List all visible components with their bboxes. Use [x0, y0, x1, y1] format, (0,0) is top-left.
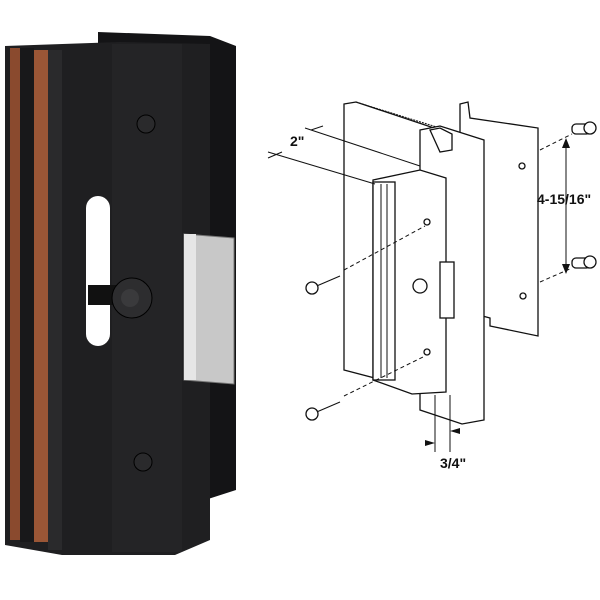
handle-slot [86, 196, 110, 346]
wood-trim-strip [10, 48, 20, 540]
screw-icon [305, 275, 341, 295]
dimension-depth-label: 2" [290, 133, 304, 149]
screw-icon [571, 121, 597, 135]
dimension-screw-spacing-label: 4-15/16" [537, 191, 591, 207]
dimension-thickness-label: 3/4" [440, 455, 466, 471]
screw-icon [133, 452, 153, 472]
wood-trim-strip [34, 50, 48, 542]
screw-icon [136, 114, 156, 134]
screw-icon [571, 255, 597, 269]
screw-icon [305, 401, 341, 421]
